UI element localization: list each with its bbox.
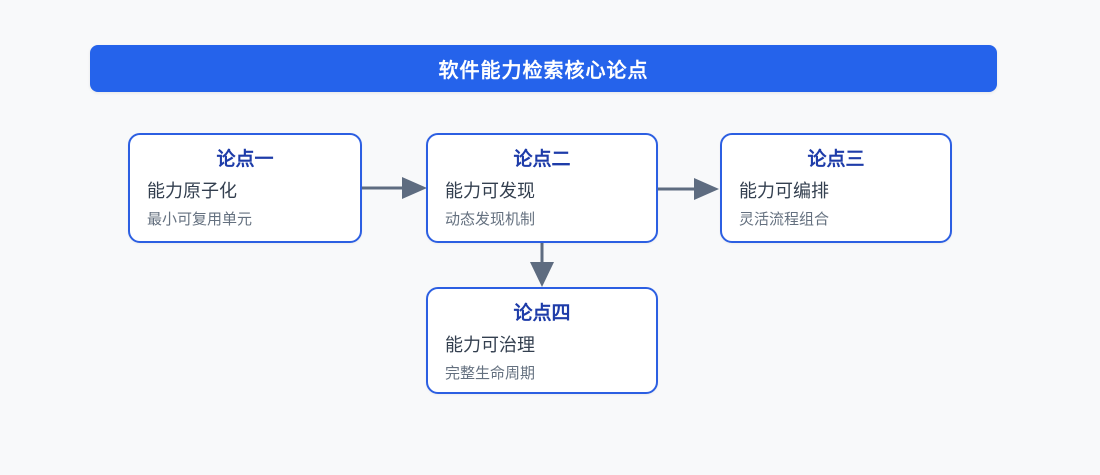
node-point-3-title: 论点三 [807, 149, 865, 170]
node-point-3-body: 能力可编排 [739, 181, 829, 201]
node-point-2-subtitle: 动态发现机制 [445, 211, 536, 228]
node-point-2-body: 能力可发现 [445, 181, 535, 201]
node-point-4-title: 论点四 [513, 303, 571, 324]
diagram-title: 软件能力检索核心论点 [438, 60, 649, 82]
node-point-4-body: 能力可治理 [445, 335, 535, 355]
node-point-4-subtitle: 完整生命周期 [445, 365, 536, 382]
diagram-title-banner: 软件能力检索核心论点 [90, 45, 997, 92]
node-point-1-subtitle: 最小可复用单元 [147, 211, 253, 228]
node-point-4: 论点四 能力可治理 完整生命周期 [426, 287, 658, 394]
node-point-2-title: 论点二 [513, 149, 571, 170]
node-point-1-title: 论点一 [216, 149, 274, 170]
node-point-1: 论点一 能力原子化 最小可复用单元 [128, 133, 362, 243]
node-point-3: 论点三 能力可编排 灵活流程组合 [720, 133, 952, 243]
node-point-2: 论点二 能力可发现 动态发现机制 [426, 133, 658, 243]
node-point-3-subtitle: 灵活流程组合 [739, 211, 830, 228]
arrow-point2-to-point3 [658, 178, 719, 200]
arrow-point2-to-point4 [530, 243, 554, 287]
node-point-1-body: 能力原子化 [147, 181, 237, 201]
arrow-point1-to-point2 [362, 177, 427, 199]
